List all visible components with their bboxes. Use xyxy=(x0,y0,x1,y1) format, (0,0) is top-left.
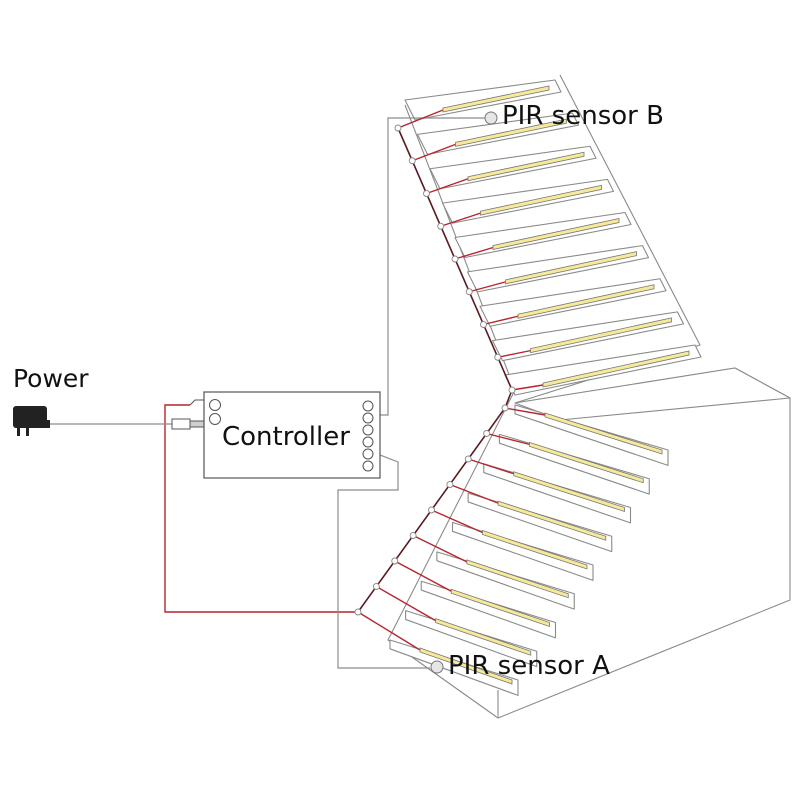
lower-step xyxy=(389,639,519,696)
led-branch-wire xyxy=(468,458,514,475)
junction-node xyxy=(372,583,380,590)
controller-port-icon xyxy=(362,460,374,472)
led-branch-wires xyxy=(354,109,546,651)
led-branch-wire xyxy=(357,611,421,651)
led-branch-wire xyxy=(504,407,546,416)
power-plug-icon xyxy=(13,406,50,436)
led-branch-wire xyxy=(440,212,481,227)
junction-node xyxy=(451,255,459,263)
led-strip xyxy=(419,647,513,685)
junction-node xyxy=(480,321,487,328)
led-branch-wire xyxy=(497,349,531,358)
controller-unit: Controller xyxy=(203,391,381,479)
pir-sensor-a: PIR sensor A xyxy=(430,651,610,681)
junction-node xyxy=(423,190,430,197)
junction-node xyxy=(409,532,417,539)
controller-output-ports xyxy=(362,400,374,472)
wiring xyxy=(48,109,546,669)
junction-node xyxy=(391,557,399,565)
led-branch-wire xyxy=(394,560,452,592)
led-strip xyxy=(435,618,532,656)
led-strip xyxy=(455,118,567,147)
led-strip xyxy=(517,284,655,319)
junction-node xyxy=(494,353,502,361)
led-strip xyxy=(450,588,550,628)
led-strip xyxy=(467,151,585,182)
junction-node xyxy=(354,608,362,616)
led-branch-wire xyxy=(449,483,499,504)
lower-step xyxy=(436,551,575,610)
led-branch-wire xyxy=(376,585,436,622)
led-branch-wire xyxy=(431,509,483,534)
junction-node xyxy=(501,404,509,412)
junction-node xyxy=(408,157,416,165)
power-label: Power xyxy=(13,364,89,393)
controller-port-icon xyxy=(362,412,374,424)
junction-node xyxy=(483,430,491,437)
sensor-a-wire xyxy=(337,454,430,669)
led-strip xyxy=(482,529,588,570)
led-strip xyxy=(505,251,637,285)
pir-sensor-icon xyxy=(430,660,444,674)
junction-node xyxy=(428,506,435,514)
controller-feed-wire xyxy=(164,404,355,613)
controller-port-icon xyxy=(362,448,374,460)
led-strip xyxy=(492,218,620,250)
led-branch-wire xyxy=(483,315,519,326)
pir-sensor-b: PIR sensor B xyxy=(484,101,664,131)
controller-port-icon xyxy=(362,400,374,412)
pir-sensor-a-label: PIR sensor A xyxy=(448,651,610,681)
junction-node xyxy=(437,222,445,230)
junction-node xyxy=(464,455,472,463)
controller-box xyxy=(203,391,381,479)
led-strip xyxy=(497,500,607,541)
led-branch-wire xyxy=(426,178,469,195)
led-branch-wire xyxy=(412,143,456,162)
led-strip xyxy=(542,350,690,388)
junction-node xyxy=(394,124,402,132)
lower-step xyxy=(514,404,669,466)
lower-step xyxy=(405,610,538,668)
pir-sensor-b-label: PIR sensor B xyxy=(502,101,664,131)
controller-port-icon xyxy=(362,424,374,436)
led-strip xyxy=(528,441,644,484)
led-strips xyxy=(419,85,690,685)
led-strip xyxy=(513,471,625,513)
staircase xyxy=(387,74,791,719)
junction-node xyxy=(446,481,454,488)
led-strip xyxy=(442,85,550,113)
led-branch-wire xyxy=(397,109,444,129)
lower-flight-steps xyxy=(389,404,669,696)
led-branch-wire xyxy=(412,534,468,563)
lower-step xyxy=(483,463,632,524)
led-strip xyxy=(466,559,569,599)
lower-step xyxy=(498,433,650,495)
controller-port-icon xyxy=(209,413,221,425)
lower-step xyxy=(467,492,613,553)
controller-label: Controller xyxy=(222,422,350,452)
led-branch-wire xyxy=(511,384,544,391)
controller-port-icon xyxy=(209,399,221,411)
controller-port-icon xyxy=(362,436,374,448)
led-strip xyxy=(530,317,672,354)
junction-node xyxy=(465,288,473,296)
sensor-b-wire xyxy=(380,117,490,416)
junction-node xyxy=(508,386,516,394)
led-strip xyxy=(544,412,663,455)
lower-step xyxy=(420,580,557,639)
lower-step xyxy=(451,521,594,581)
led-branch-wire xyxy=(486,432,530,446)
led-branch-wire xyxy=(469,281,506,293)
led-strip xyxy=(480,184,602,216)
led-branch-wire xyxy=(454,246,494,260)
pir-sensor-icon xyxy=(484,111,498,125)
